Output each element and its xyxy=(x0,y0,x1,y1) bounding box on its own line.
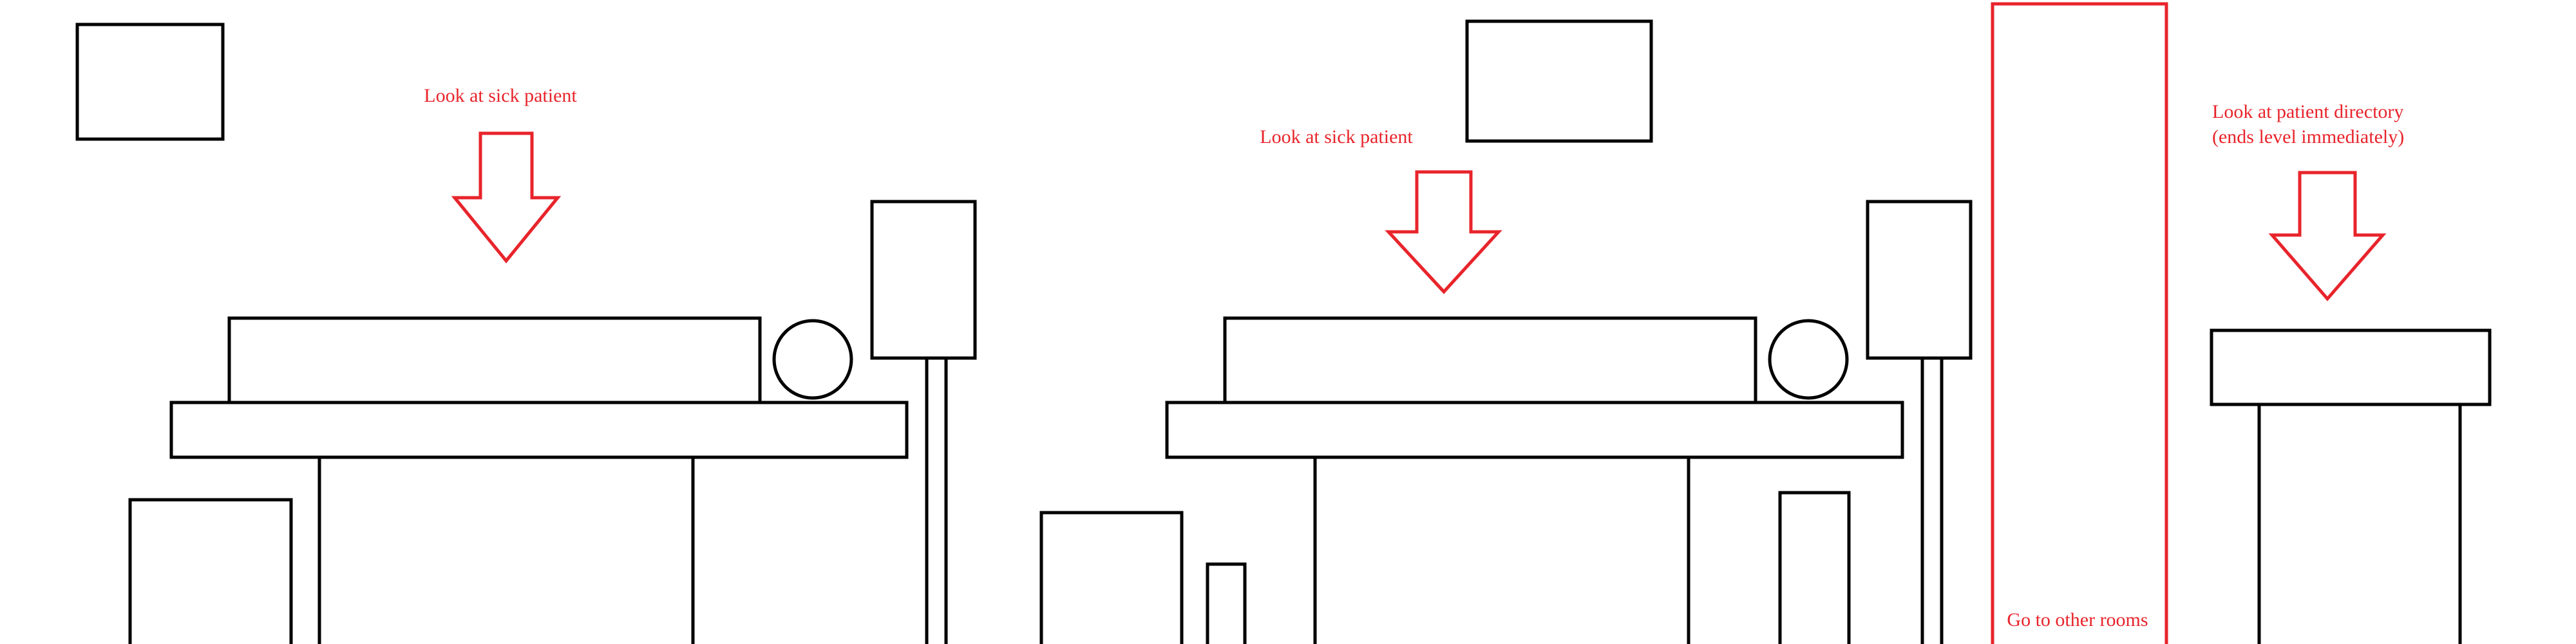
doorway[interactable] xyxy=(1991,2,2168,644)
trash-bin xyxy=(1778,491,1851,644)
wall-picture-frame xyxy=(1465,19,1653,143)
patient-directory-top[interactable] xyxy=(2210,328,2492,406)
patient-head xyxy=(772,319,853,400)
hospital-bed-top xyxy=(1165,401,1904,459)
directory-label-line-1: Look at patient directory xyxy=(2212,101,2403,122)
patient-directory-stand xyxy=(2257,402,2462,644)
hospital-bed-top xyxy=(169,401,909,459)
down-arrow-icon[interactable] xyxy=(2268,171,2387,301)
patient-head xyxy=(1768,319,1849,400)
patient-mattress xyxy=(227,316,762,406)
iv-monitor-screen xyxy=(1866,200,1973,360)
cabinet xyxy=(1039,511,1184,644)
nightstand xyxy=(128,498,293,644)
room-1: Look at sick patient xyxy=(75,23,977,644)
hospital-bed-base xyxy=(317,455,695,644)
down-arrow-icon[interactable] xyxy=(1385,170,1502,294)
patient-directory-area: Look at patient directory (ends level im… xyxy=(2210,101,2492,644)
down-arrow-icon[interactable] xyxy=(451,131,562,263)
door-to-other-rooms[interactable]: Go to other rooms xyxy=(1991,2,2168,644)
room-2: Look at sick patient xyxy=(1039,19,1973,644)
small-cabinet xyxy=(1206,562,1247,644)
door-label: Go to other rooms xyxy=(2007,609,2148,630)
directory-label-line-2: (ends level immediately) xyxy=(2212,126,2404,147)
iv-monitor-pole xyxy=(1920,356,1944,644)
iv-monitor-screen xyxy=(870,200,977,360)
iv-monitor-pole xyxy=(925,356,948,644)
hospital-bed-base xyxy=(1313,455,1690,644)
patient-mattress xyxy=(1223,316,1757,406)
sick-patient-label: Look at sick patient xyxy=(1260,126,1413,147)
sick-patient-label: Look at sick patient xyxy=(424,85,577,106)
wall-picture-frame xyxy=(75,23,225,141)
